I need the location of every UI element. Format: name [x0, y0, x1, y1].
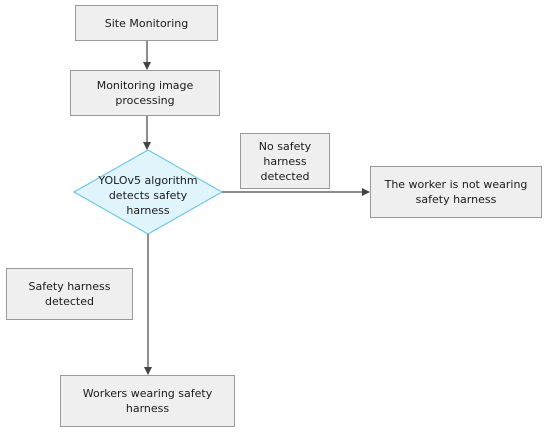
step-site-monitoring-label: Site Monitoring: [104, 16, 189, 30]
step-site-monitoring: Site Monitoring: [75, 5, 218, 41]
branch-label-no-harness: No safety harness detected: [240, 133, 330, 189]
branch-label-no-harness-text: No safety harness detected: [258, 139, 312, 183]
decision-yolov5-detection: YOLOv5 algorithm detects safety harness: [88, 167, 208, 223]
outcome-wearing-label: Workers wearing safety harness: [82, 387, 213, 415]
outcome-not-wearing: The worker is not wearing safety harness: [370, 166, 542, 218]
outcome-wearing: Workers wearing safety harness: [60, 375, 235, 427]
branch-label-harness-detected-text: Safety harness detected: [28, 280, 111, 308]
branch-label-harness-detected: Safety harness detected: [6, 268, 133, 320]
decision-yolov5-detection-label: YOLOv5 algorithm detects safety harness: [98, 173, 198, 217]
step-image-processing: Monitoring image processing: [70, 70, 220, 116]
outcome-not-wearing-label: The worker is not wearing safety harness: [384, 178, 528, 206]
step-image-processing-label: Monitoring image processing: [96, 79, 194, 107]
